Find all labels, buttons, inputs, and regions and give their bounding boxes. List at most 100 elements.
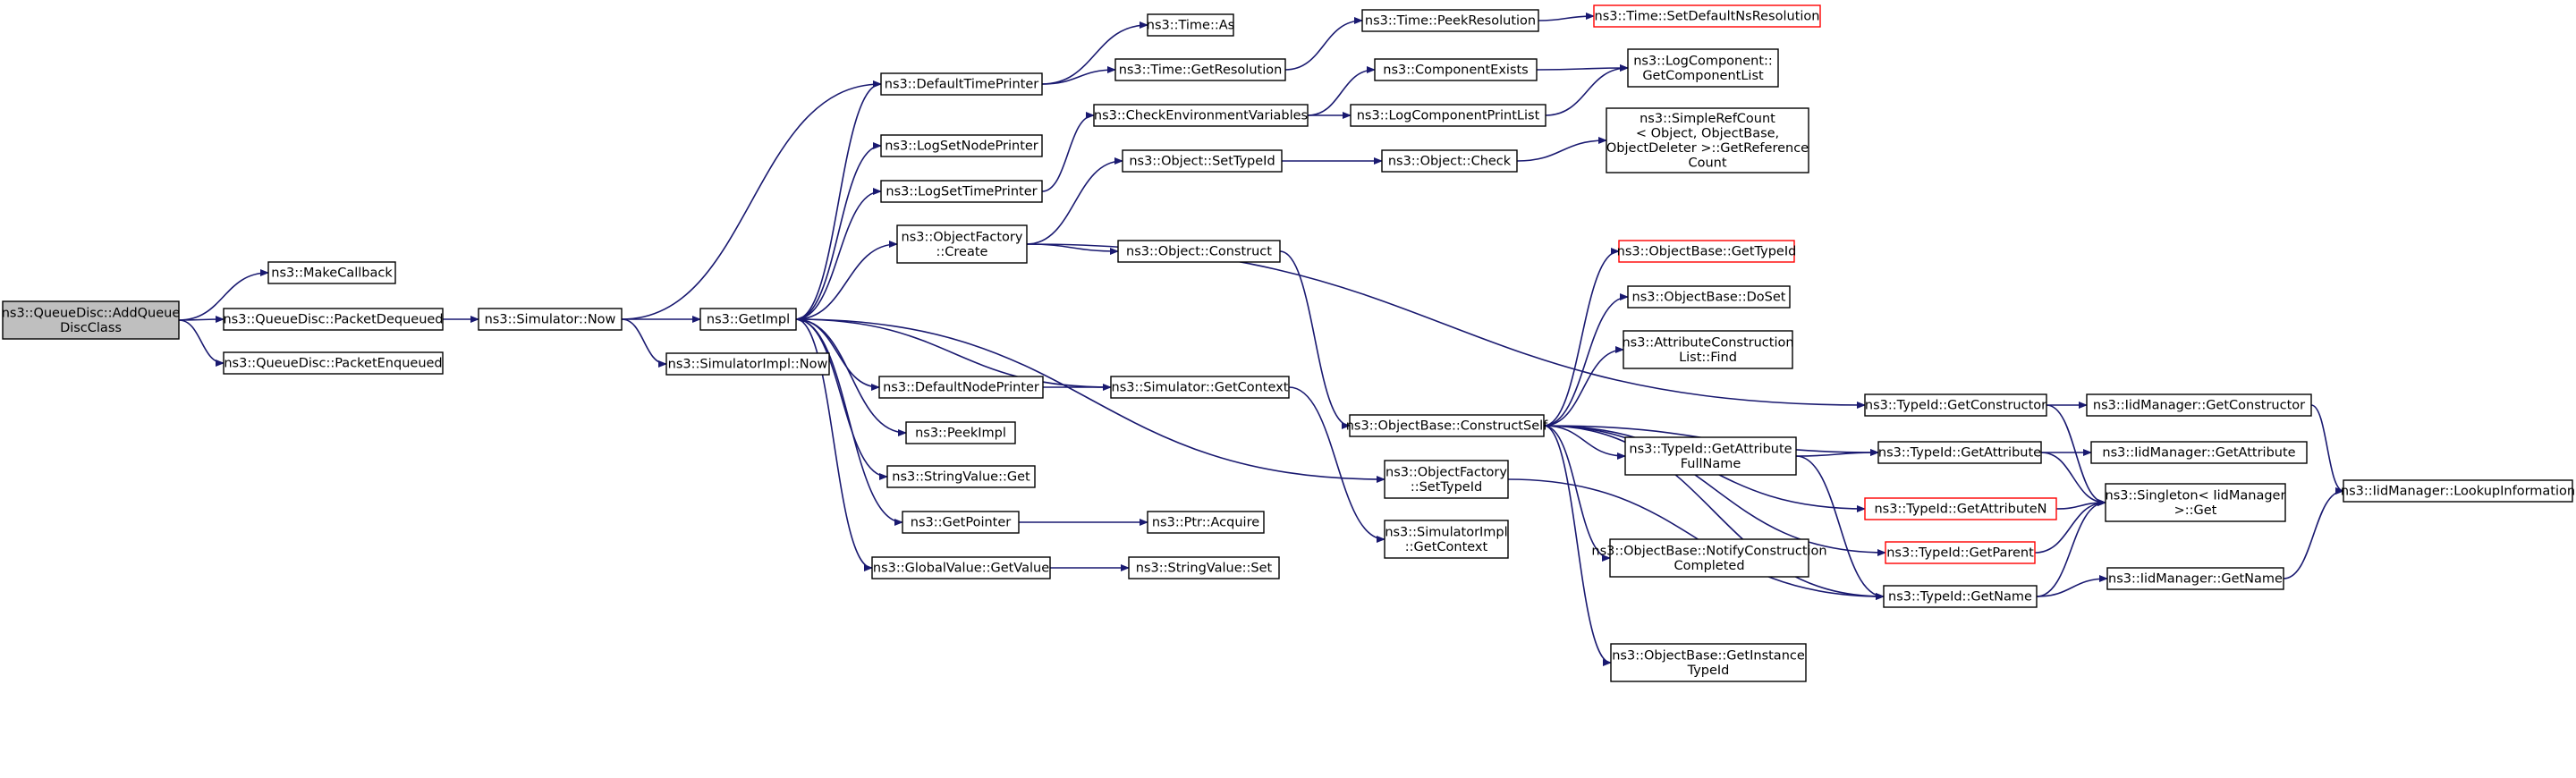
node-logsetnodeprinter[interactable]: ns3::LogSetNodePrinter — [880, 134, 1043, 157]
node-objfactorysettypeid[interactable]: ns3::ObjectFactory::SetTypeId — [1384, 460, 1509, 499]
node-typeidgetname[interactable]: ns3::TypeId::GetName — [1883, 585, 2038, 608]
node-box[interactable] — [1609, 538, 1809, 578]
node-simnow[interactable]: ns3::Simulator::Now — [478, 308, 623, 331]
node-box[interactable] — [665, 352, 830, 376]
node-typeidgetconstructor[interactable]: ns3::TypeId::GetConstructor — [1864, 393, 2047, 417]
node-getimpl[interactable]: ns3::GetImpl — [699, 308, 797, 331]
node-box[interactable] — [902, 511, 1020, 534]
node-box[interactable] — [1864, 497, 2057, 520]
node-checkenv[interactable]: ns3::CheckEnvironmentVariables — [1093, 104, 1309, 127]
node-logcompprintlist[interactable]: ns3::LogComponentPrintList — [1350, 104, 1546, 127]
node-simimplnow[interactable]: ns3::SimulatorImpl::Now — [665, 352, 830, 376]
node-typeidgetattribute[interactable]: ns3::TypeId::GetAttribute — [1877, 441, 2042, 464]
node-box[interactable] — [871, 556, 1051, 579]
node-box[interactable] — [2105, 483, 2286, 522]
node-box[interactable] — [1627, 48, 1779, 88]
node-box[interactable] — [267, 261, 396, 284]
node-box[interactable] — [2106, 567, 2284, 590]
node-simgetcontext[interactable]: ns3::Simulator::GetContext — [1110, 376, 1290, 399]
node-box[interactable] — [699, 308, 797, 331]
node-box[interactable] — [1623, 330, 1793, 369]
node-box[interactable] — [1610, 643, 1807, 682]
node-objsettypeid[interactable]: ns3::Object::SetTypeId — [1122, 149, 1283, 173]
node-defaultnodeprinter[interactable]: ns3::DefaultNodePrinter — [878, 376, 1044, 399]
node-box[interactable] — [880, 180, 1043, 203]
node-box[interactable] — [1627, 285, 1791, 309]
node-timepeekres[interactable]: ns3::Time::PeekResolution — [1361, 9, 1539, 32]
node-box[interactable] — [1883, 585, 2038, 608]
node-singletonget[interactable]: ns3::Singleton< IidManager>::Get — [2105, 483, 2286, 522]
node-box[interactable] — [1117, 240, 1281, 263]
node-box[interactable] — [1593, 4, 1821, 28]
node-box[interactable] — [1384, 460, 1509, 499]
node-box[interactable] — [886, 465, 1036, 488]
node-timesetdefault[interactable]: ns3::Time::SetDefaultNsResolution — [1593, 4, 1821, 28]
node-iidgetconstructor[interactable]: ns3::IidManager::GetConstructor — [2086, 393, 2312, 417]
node-typeidgetparent[interactable]: ns3::TypeId::GetParent — [1885, 541, 2036, 564]
node-box[interactable] — [1147, 511, 1265, 534]
node-box[interactable] — [1093, 104, 1309, 127]
node-getpointer[interactable]: ns3::GetPointer — [902, 511, 1020, 534]
node-box[interactable] — [1122, 149, 1283, 173]
node-box[interactable] — [1384, 520, 1509, 559]
node-box[interactable] — [223, 351, 444, 375]
node-iidgetattribute[interactable]: ns3::IidManager::GetAttribute — [2090, 441, 2308, 464]
node-timeas[interactable]: ns3::Time::As — [1147, 13, 1234, 37]
node-packetdequeued[interactable]: ns3::QueueDisc::PacketDequeued — [223, 308, 444, 331]
node-typeidgetattributen[interactable]: ns3::TypeId::GetAttributeN — [1864, 497, 2057, 520]
node-box[interactable] — [1885, 541, 2036, 564]
node-box[interactable] — [880, 72, 1043, 96]
node-ptracquire[interactable]: ns3::Ptr::Acquire — [1147, 511, 1265, 534]
node-stringvalueget[interactable]: ns3::StringValue::Get — [886, 465, 1036, 488]
node-box[interactable] — [880, 134, 1043, 157]
node-box[interactable] — [1624, 436, 1797, 476]
node-box[interactable] — [2086, 393, 2312, 417]
node-box[interactable] — [1606, 107, 1809, 173]
node-box[interactable] — [1349, 414, 1545, 437]
node-peekimpl[interactable]: ns3::PeekImpl — [905, 421, 1016, 444]
node-box[interactable] — [478, 308, 623, 331]
node-componentexists[interactable]: ns3::ComponentExists — [1374, 58, 1538, 81]
node-simimplgetcontext[interactable]: ns3::SimulatorImpl::GetContext — [1384, 520, 1509, 559]
node-globalvaluegetvalue[interactable]: ns3::GlobalValue::GetValue — [871, 556, 1051, 579]
node-box[interactable] — [905, 421, 1016, 444]
node-makecallback[interactable]: ns3::MakeCallback — [267, 261, 396, 284]
node-box[interactable] — [1128, 556, 1280, 579]
node-box[interactable] — [1864, 393, 2047, 417]
node-logcompgetlist[interactable]: ns3::LogComponent::GetComponentList — [1627, 48, 1779, 88]
node-box[interactable] — [1350, 104, 1546, 127]
node-objconstruct[interactable]: ns3::Object::Construct — [1117, 240, 1281, 263]
node-box[interactable] — [878, 376, 1044, 399]
node-box[interactable] — [1381, 149, 1518, 173]
node-objbasegettypeid[interactable]: ns3::ObjectBase::GetTypeId — [1617, 240, 1797, 263]
node-box[interactable] — [1361, 9, 1539, 32]
node-defaulttimeprinter[interactable]: ns3::DefaultTimePrinter — [880, 72, 1043, 96]
node-box[interactable] — [896, 224, 1028, 264]
node-objcheck[interactable]: ns3::Object::Check — [1381, 149, 1518, 173]
node-box[interactable] — [1110, 376, 1290, 399]
node-box[interactable] — [2090, 441, 2308, 464]
node-logsettimeprinter[interactable]: ns3::LogSetTimePrinter — [880, 180, 1043, 203]
node-timegetres[interactable]: ns3::Time::GetResolution — [1114, 58, 1286, 81]
node-box[interactable] — [1147, 13, 1234, 37]
node-box[interactable] — [1618, 240, 1795, 263]
node-box[interactable] — [2, 300, 180, 340]
node-box[interactable] — [2343, 479, 2573, 503]
node-iidgetname[interactable]: ns3::IidManager::GetName — [2106, 567, 2284, 590]
node-box[interactable] — [1114, 58, 1286, 81]
node-objbasedoset[interactable]: ns3::ObjectBase::DoSet — [1627, 285, 1791, 309]
node-stringvalueset[interactable]: ns3::StringValue::Set — [1128, 556, 1280, 579]
node-objbasenotify[interactable]: ns3::ObjectBase::NotifyConstructionCompl… — [1591, 538, 1827, 578]
node-objfactorycreate[interactable]: ns3::ObjectFactory::Create — [896, 224, 1028, 264]
node-box[interactable] — [1877, 441, 2042, 464]
node-packetenqueued[interactable]: ns3::QueueDisc::PacketEnqueued — [223, 351, 444, 375]
node-simplerefcount[interactable]: ns3::SimpleRefCount< Object, ObjectBase,… — [1606, 107, 1809, 173]
node-objbaseconstructself[interactable]: ns3::ObjectBase::ConstructSelf — [1346, 414, 1548, 437]
node-box[interactable] — [1374, 58, 1538, 81]
node-box[interactable] — [223, 308, 444, 331]
node-iidlookup[interactable]: ns3::IidManager::LookupInformation — [2341, 479, 2575, 503]
